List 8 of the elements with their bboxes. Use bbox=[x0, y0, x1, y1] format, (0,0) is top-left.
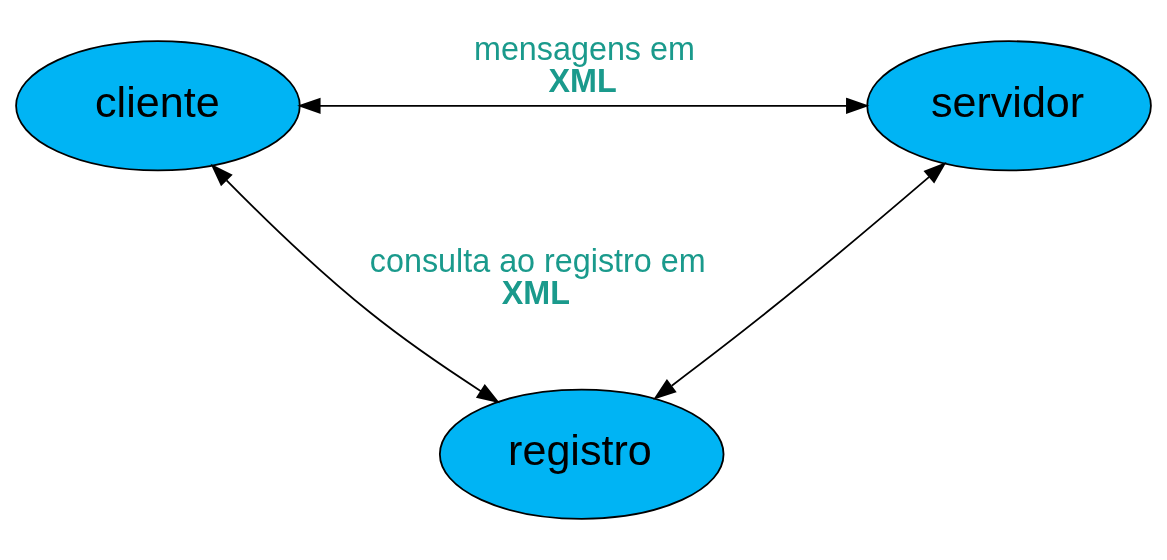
node-ellipse: cliente bbox=[15, 40, 301, 172]
node-ellipse: servidor bbox=[866, 40, 1152, 172]
arrow bbox=[210, 163, 500, 404]
edge-label: mensagens em XML bbox=[473, 30, 695, 100]
edge-label: consulta ao registro em XML bbox=[369, 242, 706, 312]
arrow bbox=[653, 161, 947, 400]
arrow bbox=[297, 97, 870, 114]
node-ellipse: registro bbox=[438, 388, 725, 520]
